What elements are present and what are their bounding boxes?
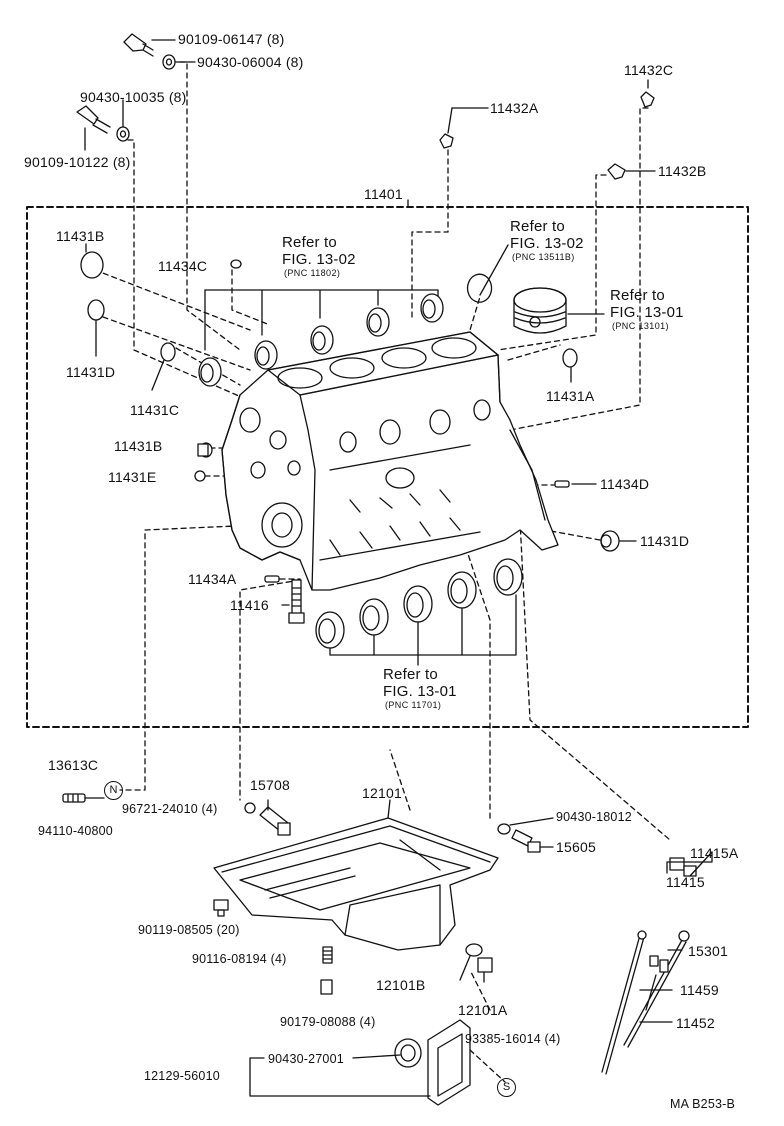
sensor-11415-icon [666, 851, 713, 877]
plug-11431D-left-icon [87, 299, 105, 357]
label-90116-08194: 90116-08194 (4) [192, 952, 287, 966]
label-11431A: 11431A [546, 388, 595, 404]
main-bearings-11701-icon [315, 558, 523, 666]
label-11459: 11459 [680, 982, 719, 998]
bolt-90109-10122-icon [76, 105, 111, 151]
ref3-refer: Refer to [610, 287, 665, 304]
ref1-fig: FIG. 13-02 [282, 251, 356, 268]
dipstick-guide-11459-icon [639, 949, 683, 1023]
bolt-11416-icon [281, 579, 305, 624]
pin-11434A-icon [264, 575, 280, 583]
plug-15605-icon [511, 829, 554, 853]
bolt-90116-icon [322, 946, 333, 964]
plug-13613C-icon [62, 793, 105, 803]
label-90430-18012: 90430-18012 [556, 810, 632, 824]
dipstick-11452-icon [601, 930, 690, 1075]
ref2-fig: FIG. 13-02 [510, 235, 584, 252]
plug-11432A-icon [439, 107, 489, 149]
gasket-90430-18012-icon [497, 817, 554, 835]
label-11434A: 11434A [188, 571, 237, 587]
ref4-refer: Refer to [383, 666, 438, 683]
ref2-pnc: (PNC 13511B) [512, 252, 575, 262]
label-90109-06147: 90109-06147 (8) [178, 31, 285, 47]
label-11431E: 11431E [108, 469, 157, 485]
bolt-90109-06147-icon [123, 33, 176, 57]
label-12101A: 12101A [458, 1002, 508, 1018]
bracket-12129-leader [249, 1054, 431, 1097]
plug-12101A-icon [477, 957, 493, 983]
ref3-pnc: (PNC 13101) [612, 321, 669, 331]
label-90430-06004: 90430-06004 (8) [197, 54, 304, 70]
label-11452: 11452 [676, 1015, 715, 1031]
plug-11431B-mid-icon [197, 442, 213, 458]
plug-11432C-icon [640, 79, 655, 108]
ref3-fig: FIG. 13-01 [610, 304, 684, 321]
ref1-pnc: (PNC 11802) [284, 268, 341, 278]
label-11432A: 11432A [490, 100, 539, 116]
label-11431B-top: 11431B [56, 228, 105, 244]
dashed-leaders [94, 61, 671, 1083]
plug-11431C-icon [151, 342, 176, 391]
label-11431B-mid: 11431B [114, 438, 163, 454]
label-94110-40800: 94110-40800 [38, 824, 113, 838]
plug-13511B-icon [466, 244, 509, 303]
washer-90430-06004-icon [162, 54, 196, 70]
label-11432C: 11432C [624, 62, 674, 78]
oil-strainer-plate-icon [427, 1019, 471, 1106]
label-11401: 11401 [364, 186, 403, 202]
n-mark-symbol: N [104, 781, 123, 800]
label-90430-27001: 90430-27001 [268, 1052, 344, 1066]
label-90119-08505: 90119-08505 (20) [138, 923, 240, 937]
washer-90430-10035-icon [116, 99, 130, 142]
plug-11431B-top-icon [80, 243, 104, 279]
plug-11431D-right-icon [600, 530, 637, 552]
label-12101B: 12101B [376, 977, 426, 993]
label-11416: 11416 [230, 597, 269, 613]
cylinder-block-icon [221, 331, 559, 591]
label-90430-10035: 90430-10035 (8) [80, 89, 187, 105]
assembly-frame [26, 206, 749, 728]
plug-11431A-icon [562, 348, 578, 383]
label-11434C: 11434C [158, 258, 208, 274]
piston-icon [513, 287, 605, 334]
pin-11434C-icon [230, 259, 242, 269]
s-mark-symbol: S [497, 1078, 516, 1097]
label-90109-10122: 90109-10122 (8) [24, 154, 131, 170]
plug-15708-icon [259, 799, 291, 836]
gasket-12101B-icon [459, 943, 483, 981]
cam-bearings-11802-icon [198, 289, 444, 387]
label-11415: 11415 [666, 874, 705, 890]
oil-strainer-gasket-icon [394, 1038, 422, 1068]
label-11431D-left: 11431D [66, 364, 116, 380]
plug-11432B-icon [607, 163, 656, 180]
ref4-fig: FIG. 13-01 [383, 683, 457, 700]
label-90179-08088: 90179-08088 (4) [280, 1015, 376, 1029]
label-12129-56010: 12129-56010 [144, 1069, 220, 1083]
label-12101: 12101 [362, 785, 402, 801]
label-96721-24010: 96721-24010 (4) [122, 802, 218, 816]
bolt-90119-icon [213, 899, 229, 917]
label-11434D: 11434D [600, 476, 650, 492]
label-11415A: 11415A [690, 845, 739, 861]
label-15301: 15301 [688, 943, 728, 959]
label-11431C: 11431C [130, 402, 180, 418]
bolt-90179-icon [320, 979, 333, 995]
label-13613C: 13613C [48, 757, 99, 773]
ref2-refer: Refer to [510, 218, 565, 235]
plug-11431E-icon [194, 470, 206, 482]
label-11432B: 11432B [658, 163, 707, 179]
label-11431D-right: 11431D [640, 533, 690, 549]
ref4-pnc: (PNC 11701) [385, 700, 442, 710]
figure-id: MA B253-B [670, 1097, 736, 1111]
oil-pan-12101-icon [213, 799, 499, 951]
gasket-96721-icon [244, 802, 256, 814]
ref1-refer: Refer to [282, 234, 337, 251]
label-15708: 15708 [250, 777, 290, 793]
label-93385-16014: 93385-16014 (4) [465, 1032, 561, 1046]
label-15605: 15605 [556, 839, 596, 855]
pin-11434D-icon [554, 480, 597, 488]
